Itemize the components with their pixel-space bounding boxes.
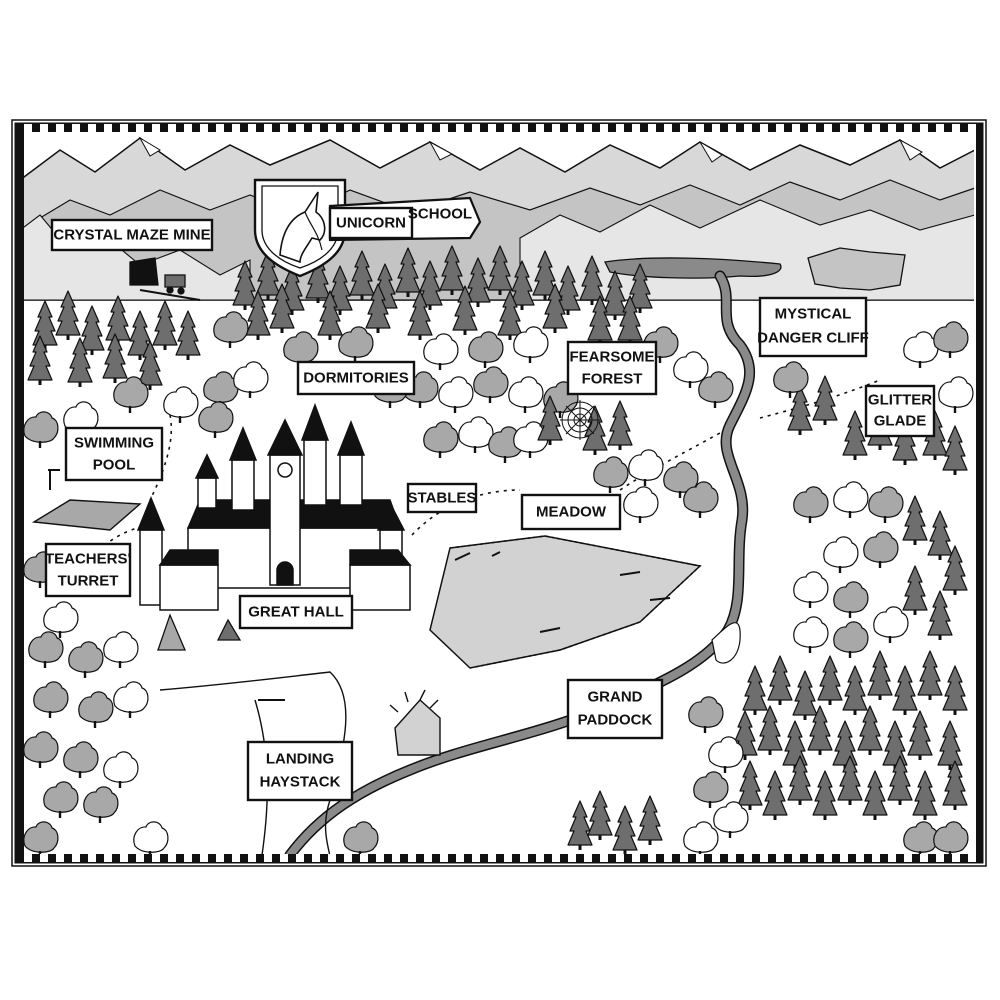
label-landing-haystack-line1: LANDING: [266, 751, 334, 768]
label-teachers-turret-line1: TEACHERS': [45, 551, 131, 568]
label-meadow[interactable]: MEADOW: [520, 493, 622, 531]
title-word-2: SCHOOL: [408, 206, 472, 223]
label-glitter-glade[interactable]: GLITTER GLADE: [864, 384, 936, 438]
swimming-pool-deck: [31, 499, 142, 531]
label-swimming-pool-line1: SWIMMING: [74, 435, 154, 452]
castle-icon: [136, 402, 412, 611]
label-dormitories[interactable]: DORMITORIES: [296, 360, 416, 396]
label-mystical-danger-cliff-line1: MYSTICAL: [775, 306, 852, 323]
title-word-1: UNICORN: [336, 215, 406, 232]
spider-web-icon: [560, 400, 600, 440]
label-swimming-pool-line2: POOL: [93, 457, 136, 474]
label-fearsome-forest-line1: FEARSOME: [569, 349, 654, 366]
label-stables[interactable]: STABLES: [406, 482, 478, 514]
label-grand-paddock-line1: GRAND: [588, 689, 643, 706]
mountain-lake: [604, 257, 782, 279]
label-swimming-pool[interactable]: SWIMMING POOL: [64, 426, 164, 482]
landing-track: [159, 671, 347, 859]
label-crystal-maze-mine[interactable]: CRYSTAL MAZE MINE: [50, 218, 214, 252]
label-fearsome-forest-line2: FOREST: [582, 371, 643, 388]
checker-border: [16, 124, 982, 862]
label-glitter-glade-line2: GLADE: [874, 413, 927, 430]
tent-icon: [157, 613, 242, 651]
label-glitter-glade-line1: GLITTER: [868, 392, 932, 409]
label-grand-paddock[interactable]: GRAND PADDOCK: [566, 678, 664, 740]
label-meadow-text: MEADOW: [536, 504, 607, 521]
label-teachers-turret-line2: TURRET: [58, 573, 119, 590]
trails: [84, 379, 881, 561]
mine-cart-icon: [129, 257, 201, 301]
label-dormitories-text: DORMITORIES: [303, 370, 409, 387]
label-landing-haystack-line2: HAYSTACK: [260, 774, 341, 791]
label-teachers-turret[interactable]: TEACHERS' TURRET: [44, 542, 132, 598]
label-great-hall-text: GREAT HALL: [248, 604, 344, 621]
label-mystical-danger-cliff[interactable]: MYSTICAL DANGER CLIFF: [757, 296, 869, 358]
danger-cliff-rock: [807, 247, 906, 291]
river-islet: [711, 622, 741, 664]
label-landing-haystack[interactable]: LANDING HAYSTACK: [246, 740, 354, 802]
label-stables-text: STABLES: [408, 490, 477, 507]
unicorn-crest-icon: [253, 178, 347, 278]
title-banner: UNICORN SCHOOL: [328, 196, 482, 242]
label-great-hall[interactable]: GREAT HALL: [238, 594, 354, 630]
haystack-icon: [389, 689, 441, 756]
label-fearsome-forest[interactable]: FEARSOME FOREST: [566, 340, 658, 396]
grand-paddock-field: [429, 535, 702, 669]
label-grand-paddock-line2: PADDOCK: [578, 712, 653, 729]
label-crystal-maze-mine-text: CRYSTAL MAZE MINE: [53, 227, 210, 244]
label-mystical-danger-cliff-line2: DANGER CLIFF: [757, 330, 869, 347]
jump-fence-icon: [258, 551, 671, 701]
